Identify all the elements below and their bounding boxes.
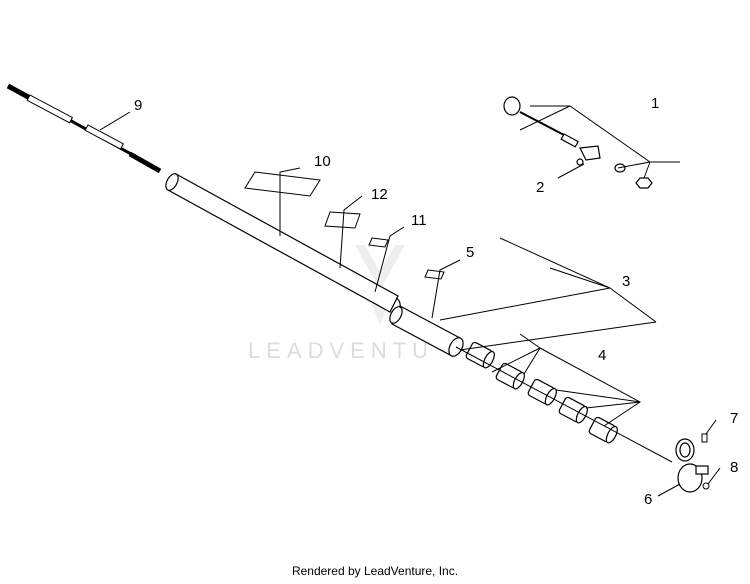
callout-1: 1 <box>651 95 659 112</box>
callout-8: 8 <box>730 459 738 476</box>
main-tube <box>165 173 401 313</box>
callout-2: 2 <box>536 179 544 196</box>
center-axis <box>455 346 673 463</box>
decal-5 <box>424 269 445 280</box>
end-clamp <box>675 438 709 493</box>
decal-12 <box>324 211 361 229</box>
callout-3: 3 <box>622 273 630 290</box>
bushing <box>527 378 557 406</box>
callout-10: 10 <box>314 153 331 170</box>
bushing <box>558 396 588 424</box>
decal-11 <box>368 237 389 248</box>
screw-7 <box>701 433 708 443</box>
callout-12: 12 <box>371 186 388 203</box>
callout-5: 5 <box>466 244 474 261</box>
footer-credit: Rendered by LeadVenture, Inc. <box>291 564 459 578</box>
bushing <box>588 416 618 444</box>
callout-11: 11 <box>411 212 427 229</box>
callout-6: 6 <box>644 491 652 508</box>
callout-4: 4 <box>598 347 606 364</box>
callout-7: 7 <box>730 410 738 427</box>
leader-lines <box>99 105 721 497</box>
callout-9: 9 <box>134 97 142 114</box>
drive-cable <box>6 83 162 174</box>
decal-10 <box>244 171 321 197</box>
nut-8 <box>702 482 710 490</box>
throttle-cable <box>503 96 653 189</box>
watermark-text: LEADVENTU <box>248 338 434 363</box>
